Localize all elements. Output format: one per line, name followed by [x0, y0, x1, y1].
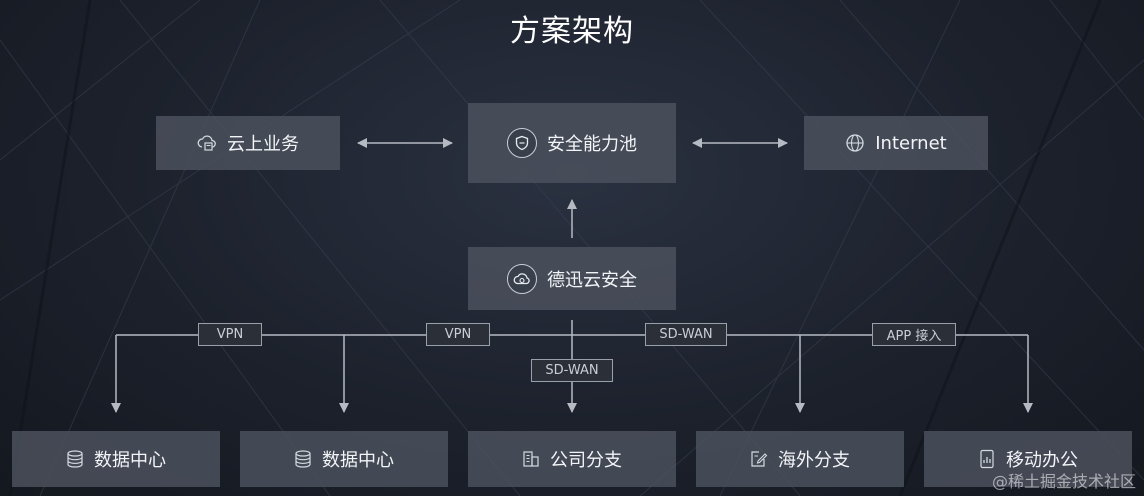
node-datacenter-1-label: 数据中心	[94, 450, 166, 471]
node-mobile-office-label: 移动办公	[1006, 450, 1078, 471]
database-icon	[295, 450, 311, 468]
watermark: @稀土掘金技术社区	[991, 472, 1136, 491]
diagram-title: 方案架构	[510, 14, 634, 49]
label-sdwan-right: SD-WAN	[645, 323, 727, 346]
node-company-branch-label: 公司分支	[550, 450, 622, 471]
node-internet: Internet	[804, 116, 988, 170]
node-cloud-business-label: 云上业务	[227, 134, 299, 155]
node-dexun-cloud: 德迅云安全	[468, 247, 676, 310]
globe-icon	[846, 134, 864, 152]
cloud-server-icon	[197, 135, 216, 151]
cloud-logo-icon	[507, 263, 537, 294]
label-sdwan-mid: SD-WAN	[531, 359, 613, 382]
node-security-pool-label: 安全能力池	[547, 134, 637, 155]
node-datacenter-2-label: 数据中心	[322, 450, 394, 471]
node-security-pool: 安全能力池	[468, 103, 676, 183]
shield-icon	[507, 128, 537, 158]
tablet-chart-icon	[980, 449, 994, 469]
node-overseas-branch: 海外分支	[696, 431, 904, 487]
node-dexun-cloud-label: 德迅云安全	[547, 269, 637, 291]
database-icon	[67, 450, 83, 468]
label-app-access: APP 接入	[872, 323, 956, 346]
node-company-branch: 公司分支	[468, 431, 676, 487]
node-datacenter-2: 数据中心	[240, 431, 448, 487]
edit-document-icon	[751, 451, 768, 467]
label-vpn-2: VPN	[426, 323, 490, 346]
node-datacenter-1: 数据中心	[12, 431, 220, 487]
node-cloud-business: 云上业务	[156, 116, 340, 170]
node-overseas-branch-label: 海外分支	[778, 450, 850, 471]
node-mobile-office: 移动办公	[924, 431, 1132, 487]
node-internet-label: Internet	[875, 132, 947, 154]
building-icon	[523, 451, 539, 467]
label-vpn-1: VPN	[198, 323, 262, 346]
